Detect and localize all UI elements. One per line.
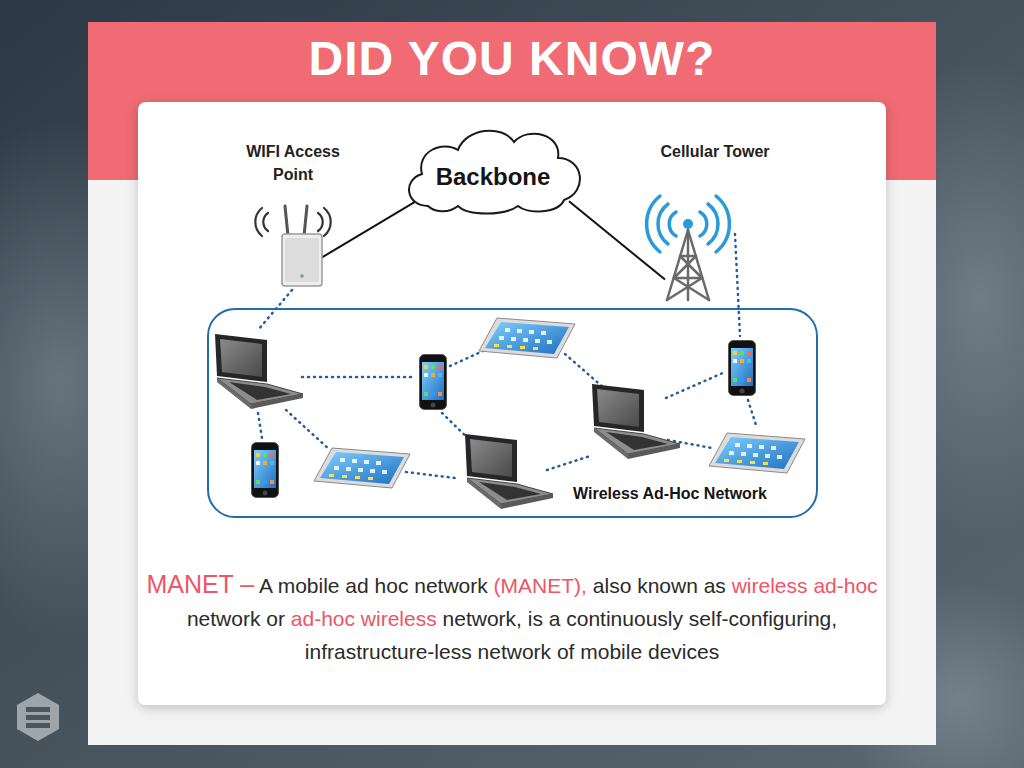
highlight-term: (MANET), <box>494 574 587 597</box>
definition-text: MANET – A mobile ad hoc network (MANET),… <box>146 568 878 668</box>
cellular-tower: Cellular Tower <box>654 140 776 304</box>
access-point: WIFI Access Point <box>232 140 354 288</box>
device-label: Cellular Tower <box>660 140 769 163</box>
backbone-link <box>322 198 421 257</box>
label-holder: Cellular Tower <box>654 140 776 163</box>
cell-tower-icon <box>643 192 733 304</box>
access-point-icon <box>248 192 338 288</box>
highlight-term: wireless ad-hoc <box>732 574 878 597</box>
definition-part: A mobile ad hoc network <box>259 574 488 597</box>
logo-mark <box>17 693 59 741</box>
highlight-term: MANET – <box>146 570 254 598</box>
region-label: Wireless Ad-Hoc Network <box>570 484 770 504</box>
highlight-term: ad-hoc wireless <box>291 607 437 630</box>
device-label: WIFI Access Point <box>238 140 348 186</box>
definition-part: network or <box>187 607 285 630</box>
ad-hoc-network-region: Wireless Ad-Hoc Network <box>207 308 818 518</box>
definition-part: also known as <box>593 574 726 597</box>
label-holder: WIFI Access Point <box>232 140 354 186</box>
backbone-cloud: Backbone <box>398 118 588 216</box>
title-heading: DID YOU KNOW? <box>88 30 936 88</box>
cloud-label: Backbone <box>398 118 588 191</box>
